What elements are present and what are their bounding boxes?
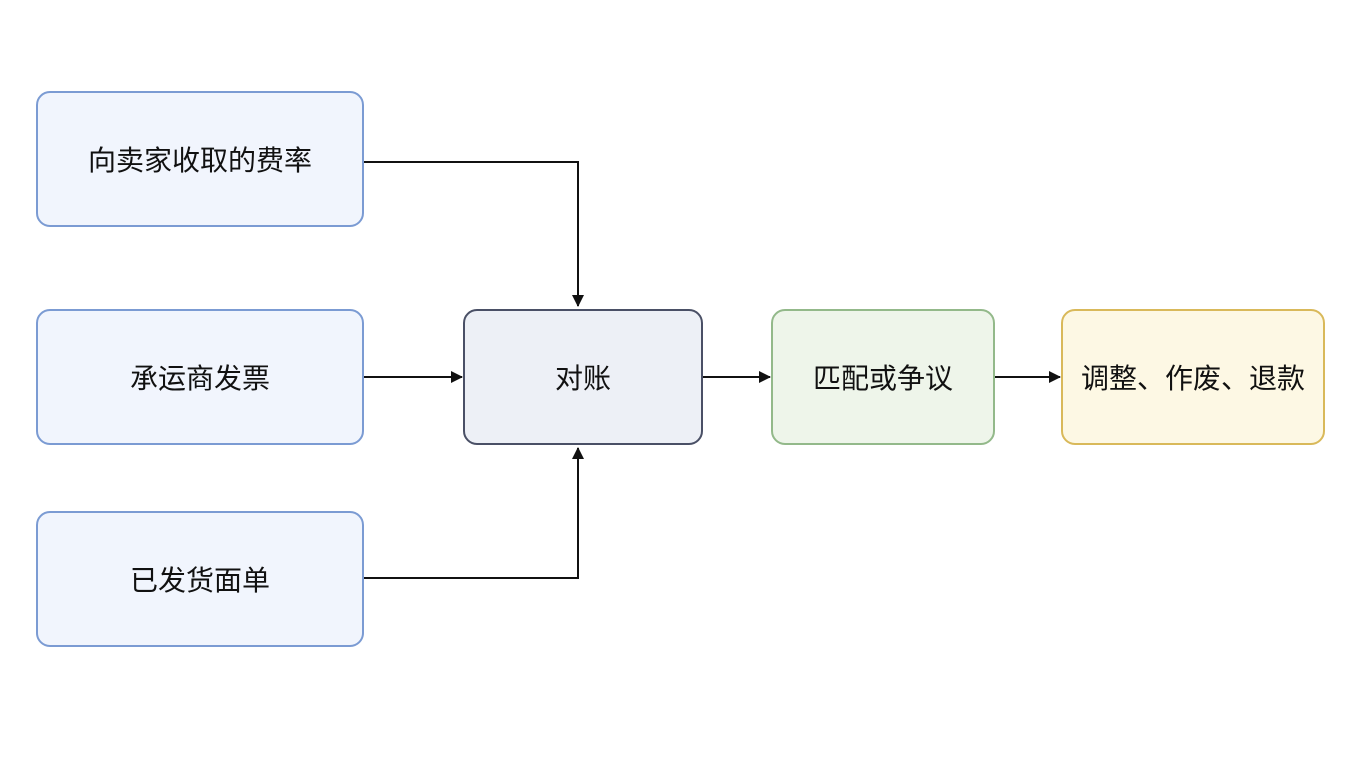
node-carrier-invoice[interactable]: 承运商发票	[36, 309, 364, 445]
node-adjust-label: 调整、作废、退款	[1080, 362, 1305, 395]
edge-seller-rate-to-reconciliation	[364, 161, 584, 307]
node-seller-rate-label: 向卖家收取的费率	[87, 144, 312, 177]
node-carrier-invoice-label: 承运商发票	[129, 362, 270, 395]
edge-shipped-waybill-to-reconciliation	[364, 447, 584, 579]
node-match-dispute[interactable]: 匹配或争议	[771, 309, 995, 445]
node-adjust[interactable]: 调整、作废、退款	[1061, 309, 1325, 445]
node-shipped-waybill-label: 已发货面单	[129, 564, 270, 597]
node-reconciliation[interactable]: 对账	[463, 309, 703, 445]
node-match-dispute-label: 匹配或争议	[812, 362, 953, 395]
node-reconciliation-label: 对账	[554, 362, 611, 395]
node-shipped-waybill[interactable]: 已发货面单	[36, 511, 364, 647]
node-seller-rate[interactable]: 向卖家收取的费率	[36, 91, 364, 227]
